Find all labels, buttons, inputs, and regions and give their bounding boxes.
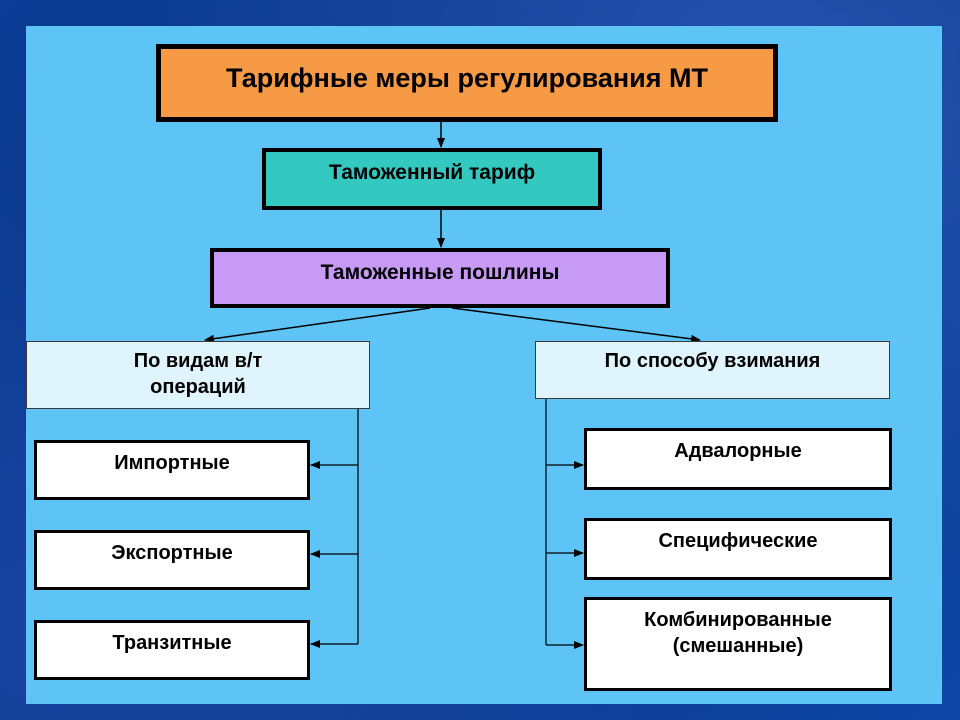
- customs-tariff-box: Таможенный тариф: [262, 148, 602, 210]
- leaf-combined-line1: Комбинированные: [644, 609, 832, 631]
- leaf-specific: Специфические: [584, 518, 892, 580]
- customs-duties-text: Таможенные пошлины: [320, 261, 560, 284]
- category-left-line1: По видам в/т: [133, 350, 263, 372]
- title-box: Тарифные меры регулирования МТ: [156, 44, 778, 122]
- leaf-export-text: Экспортные: [111, 542, 233, 564]
- leaf-combined-line2: (смешанные): [672, 634, 804, 657]
- leaf-advalorem-text: Адвалорные: [674, 440, 802, 462]
- category-left-line2: операций: [150, 375, 246, 398]
- leaf-advalorem: Адвалорные: [584, 428, 892, 490]
- leaf-combined: Комбинированные (смешанные): [584, 597, 892, 691]
- leaf-import: Импортные: [34, 440, 310, 500]
- title-text: Тарифные меры регулирования МТ: [225, 63, 709, 93]
- category-by-operation-type: По видам в/т операций: [26, 341, 370, 409]
- leaf-transit-text: Транзитные: [112, 632, 232, 654]
- leaf-export: Экспортные: [34, 530, 310, 590]
- leaf-import-text: Импортные: [114, 452, 230, 474]
- customs-duties-box: Таможенные пошлины: [210, 248, 670, 308]
- category-right-text: По способу взимания: [604, 350, 821, 372]
- leaf-transit: Транзитные: [34, 620, 310, 680]
- customs-tariff-text: Таможенный тариф: [328, 161, 536, 184]
- arrow-duties-to-right-category: [451, 307, 701, 343]
- category-by-collection-method: По способу взимания: [535, 341, 890, 399]
- arrow-duties-to-left-category: [204, 307, 431, 343]
- leaf-specific-text: Специфические: [658, 530, 818, 552]
